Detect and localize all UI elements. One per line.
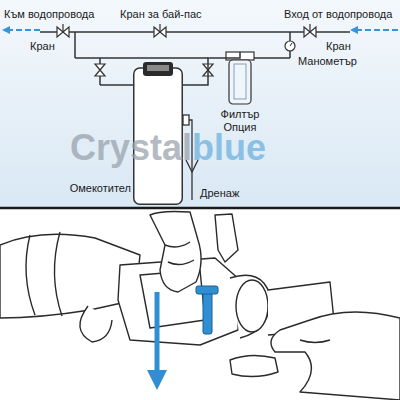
filter-outline [226,52,254,105]
port-ring [236,280,268,332]
arrow-head [2,26,10,34]
pipe-ring [26,235,35,315]
thumb [215,214,238,262]
pressure-gauge [285,41,295,51]
inflow-arrow [356,29,398,31]
valve-stem [159,24,160,32]
valves [57,27,316,76]
schematic-background [0,0,400,209]
finger-line [165,242,190,247]
gauge-needle [290,43,292,46]
valve-symbol [203,64,213,76]
control-head [143,62,173,76]
part-label: Вход от водопровода [284,8,392,21]
filter-cartridge [234,64,246,99]
part-label: Кран [326,40,351,53]
watermark: blue [192,128,266,168]
filter-housing [229,60,251,104]
bypass-lever [203,288,212,334]
filter-cap [226,52,254,60]
pipe [74,32,76,58]
clip [80,306,112,342]
display [147,65,169,71]
pipe [75,57,208,59]
valve-stem [309,24,310,32]
upper-hand [150,211,201,292]
pipe-ring [54,232,62,316]
pipe [100,84,133,86]
part-label: Дренаж [200,187,239,200]
part-label: Кран [30,40,55,53]
floor-line [0,207,400,210]
finger-line [300,340,330,343]
watermark: Crystal [70,128,192,168]
turn-arrow [155,292,160,372]
pipe [252,57,290,59]
drain-pipe [191,172,192,200]
photo-background [0,209,400,400]
valve-port [230,275,270,338]
outflow-arrow [8,29,40,31]
drain-fitting [183,115,189,125]
arrow-head [350,26,358,34]
filter-housing: Филтър Опция [226,52,254,105]
valve-stem [62,24,63,32]
part-label: Манометър [298,55,357,68]
bypass-valve-photo [0,211,400,400]
lower-hand [271,312,400,400]
valve-symbol [95,64,105,76]
finger-line [168,260,194,265]
part-label: Кран за бай-пас [120,8,202,21]
node-label: Омекотител [59,182,131,195]
valve-stems [63,24,310,32]
arrow-head [147,370,167,390]
finger [230,355,278,376]
lever-head [196,286,218,294]
part-label: Към водопровода [4,8,94,21]
